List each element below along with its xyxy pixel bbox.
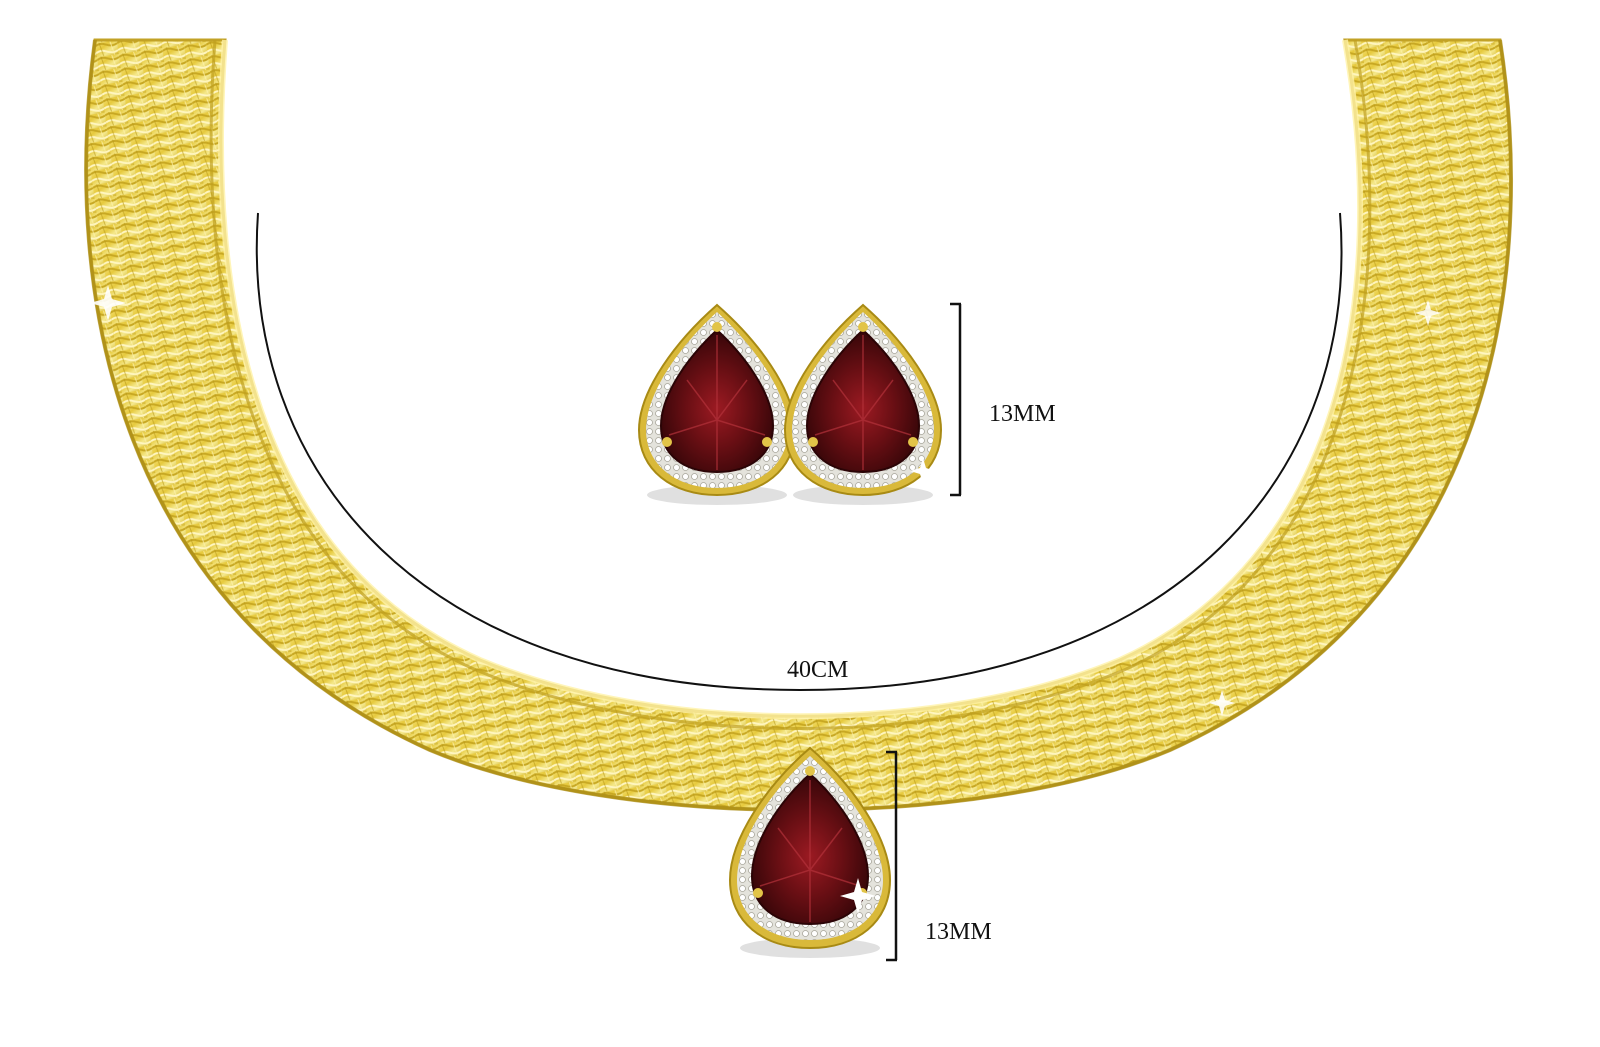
sparkle-icon xyxy=(840,878,876,914)
necklace-inner-rim xyxy=(218,39,1364,720)
earring-right xyxy=(783,303,943,505)
pendant-dimension-bracket xyxy=(886,750,898,962)
necklace-inner-edge xyxy=(209,39,1372,730)
earring-height-label: 13MM xyxy=(989,401,1056,427)
sparkle-icon xyxy=(90,285,1441,805)
pendant-height-label: 13MM xyxy=(925,919,992,945)
necklace-length-arc xyxy=(255,212,1343,692)
earring-left xyxy=(637,303,797,505)
pendant xyxy=(728,746,892,958)
necklace-length-label: 40CM xyxy=(787,657,849,683)
sparkle-icon xyxy=(910,458,936,484)
earring-dimension-bracket xyxy=(950,302,962,497)
